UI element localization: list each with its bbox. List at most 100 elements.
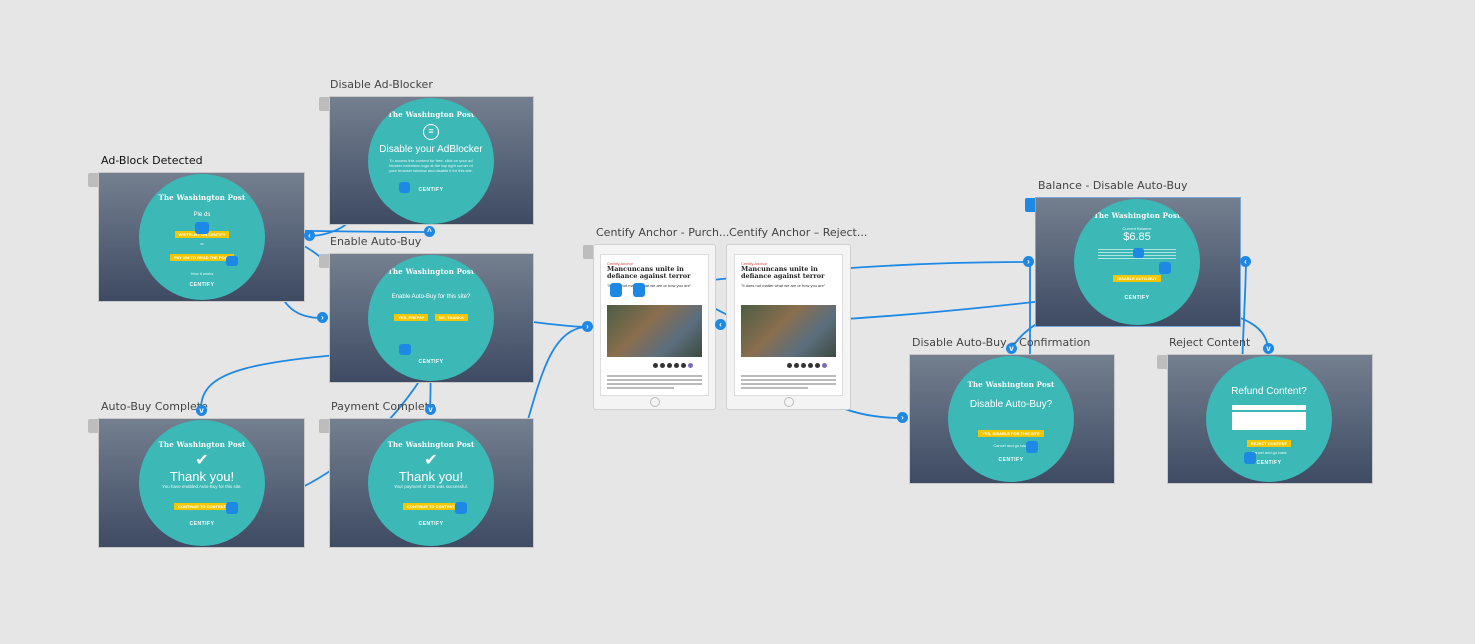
artboard-label[interactable]: Auto-Buy Complete	[101, 400, 208, 413]
artboard-label[interactable]: Disable Auto-Buy – Confirmation	[912, 336, 1091, 349]
chevron-right-icon[interactable]: ›	[317, 312, 328, 323]
article-photo	[607, 305, 702, 357]
details-text	[368, 330, 494, 335]
home-button-icon	[650, 397, 660, 407]
hotspot[interactable]	[1026, 441, 1038, 453]
hotspot[interactable]	[633, 283, 645, 297]
modal-circle: The Washington Post ≡ Disable your AdBlo…	[368, 98, 494, 224]
kicker: Centify Anchor	[741, 261, 768, 266]
modal-circle: The Washington Post Enable Auto-Buy for …	[368, 255, 494, 381]
checkmark-icon: ✔	[195, 452, 209, 469]
tablet-anchor-purchase[interactable]: Centify Anchor Mancuncans unite in defia…	[593, 244, 716, 410]
article-photo	[741, 305, 836, 357]
reject-content-button[interactable]: REJECT CONTENT	[1246, 440, 1292, 447]
artboard-label[interactable]: Enable Auto-Buy	[330, 235, 422, 248]
chevron-left-icon[interactable]: ‹	[715, 319, 726, 330]
share-icons	[787, 363, 827, 368]
screen-disable-ad-blocker[interactable]: The Washington Post ≡ Disable your AdBlo…	[329, 96, 534, 225]
comment-textarea[interactable]	[1232, 412, 1306, 430]
screen-enable-auto-buy[interactable]: The Washington Post Enable Auto-Buy for …	[329, 253, 534, 383]
artboard-label[interactable]: Disable Ad-Blocker	[330, 78, 433, 91]
details-text	[948, 413, 1074, 418]
certify-logo: CENTIFY	[418, 187, 444, 193]
screen-disable-confirmation[interactable]: The Washington Post Disable Auto-Buy? YE…	[909, 354, 1115, 484]
artboard-tab	[88, 419, 98, 433]
article-title: Mancuncans unite in defiance against ter…	[741, 265, 825, 280]
hotspot[interactable]	[1133, 248, 1144, 258]
article-quote: "It does not matter what we are or how y…	[607, 283, 692, 288]
checkmark-icon: ✔	[424, 452, 438, 469]
article-body	[607, 373, 702, 391]
screen-auto-buy-complete[interactable]: The Washington Post ✔ Thank you! You hav…	[98, 418, 305, 548]
certify-logo: CENTIFY	[418, 521, 444, 527]
hotspot[interactable]	[195, 222, 209, 234]
headline: Ple ds	[193, 212, 211, 218]
reason-select[interactable]	[1232, 405, 1306, 410]
artboard-tab	[319, 97, 329, 111]
brand-logo: The Washington Post	[387, 110, 475, 119]
how-it-works-link[interactable]: How it works	[190, 271, 214, 276]
chevron-right-icon[interactable]: ›	[582, 321, 593, 332]
chevron-left-icon[interactable]: ‹	[304, 230, 315, 241]
continue-button[interactable]: CONTINUE TO CONTENT	[403, 503, 459, 510]
brand-logo: The Washington Post	[1093, 211, 1181, 220]
chevron-down-icon[interactable]: v	[425, 404, 436, 415]
artboard-tab	[88, 173, 98, 187]
artboard-label[interactable]: Reject Content	[1169, 336, 1251, 349]
artboard-label[interactable]: Centify Anchor – Reject...	[729, 226, 868, 239]
cancel-link[interactable]: Cancel and go back	[993, 443, 1029, 448]
hotspot[interactable]	[455, 502, 467, 514]
hotspot[interactable]	[610, 283, 622, 297]
disable-auto-buy-button[interactable]: DISABLE AUTO-BUY	[1113, 275, 1161, 282]
screen-reject-content[interactable]: Refund Content? REJECT CONTENT Cancel an…	[1167, 354, 1373, 484]
hotspot[interactable]	[1244, 452, 1256, 464]
artboard-label[interactable]: Payment Complete	[331, 400, 436, 413]
menu-icon: ≡	[423, 124, 439, 140]
artboard-tab	[319, 254, 329, 268]
tablet-anchor-reject[interactable]: Centify Anchor Mancuncans unite in defia…	[726, 244, 851, 410]
continue-button[interactable]: CONTINUE TO CONTENT	[174, 503, 230, 510]
chevron-down-icon[interactable]: v	[196, 405, 207, 416]
headline: Thank you!	[398, 469, 464, 484]
brand-logo: The Washington Post	[387, 267, 475, 276]
certify-logo: CENTIFY	[1124, 295, 1150, 301]
brand-logo: The Washington Post	[158, 193, 246, 202]
no-thanks-button[interactable]: NO, THANKS	[434, 314, 468, 321]
balance-caption: Current Balance	[1122, 226, 1152, 231]
hotspot[interactable]	[399, 344, 411, 355]
screen-payment-complete[interactable]: The Washington Post ✔ Thank you! Your pa…	[329, 418, 534, 548]
article-quote: "It does not matter what we are or how y…	[741, 283, 826, 288]
hotspot[interactable]	[226, 502, 238, 514]
article-title: Mancuncans unite in defiance against ter…	[607, 265, 691, 280]
artboard-tab	[1157, 355, 1167, 369]
modal-circle: The Washington Post ✔ Thank you! Your pa…	[368, 420, 494, 546]
chevron-left-icon[interactable]: ‹	[1240, 256, 1251, 267]
screen-balance-disable[interactable]: The Washington Post Current Balance $6.8…	[1035, 197, 1241, 327]
yes-disable-button[interactable]: YES, DISABLE FOR THIS SITE	[978, 430, 1044, 437]
artboard-label[interactable]: Centify Anchor - Purch...	[596, 226, 730, 239]
yes-prepay-button[interactable]: YES, PREPAY	[394, 314, 429, 321]
screen-ad-block-detected[interactable]: The Washington Post Ple ds WHITELIST ON …	[98, 172, 305, 302]
chevron-right-icon[interactable]: ›	[897, 412, 908, 423]
article-body	[741, 373, 836, 391]
chevron-right-icon[interactable]: ›	[1023, 256, 1034, 267]
artboard-label[interactable]: Balance - Disable Auto-Buy	[1038, 179, 1188, 192]
cancel-link[interactable]: Cancel and go back	[1251, 450, 1287, 455]
intro-text	[139, 188, 265, 193]
hotspot[interactable]	[1159, 262, 1171, 274]
artboard-label[interactable]: Ad-Block Detected	[101, 154, 203, 167]
certify-logo: CENTIFY	[418, 359, 444, 365]
chevron-up-icon[interactable]: ^	[424, 226, 435, 237]
whitelist-button[interactable]: WHITELIST ON CENTIFY	[174, 231, 230, 238]
modal-circle: Refund Content? REJECT CONTENT Cancel an…	[1206, 356, 1332, 482]
kicker: Centify Anchor	[607, 261, 634, 266]
or-text: or	[200, 241, 204, 246]
modal-circle: The Washington Post Current Balance $6.8…	[1074, 199, 1200, 325]
hotspot[interactable]	[399, 182, 410, 193]
chevron-down-icon[interactable]: v	[1263, 343, 1274, 354]
chevron-down-icon[interactable]: v	[1006, 343, 1017, 354]
headline: Disable your AdBlocker	[379, 144, 483, 155]
artboard-tab	[1025, 198, 1035, 212]
pay-button[interactable]: PAY 10¢ TO READ THE POST	[170, 254, 234, 261]
hotspot[interactable]	[226, 256, 238, 266]
